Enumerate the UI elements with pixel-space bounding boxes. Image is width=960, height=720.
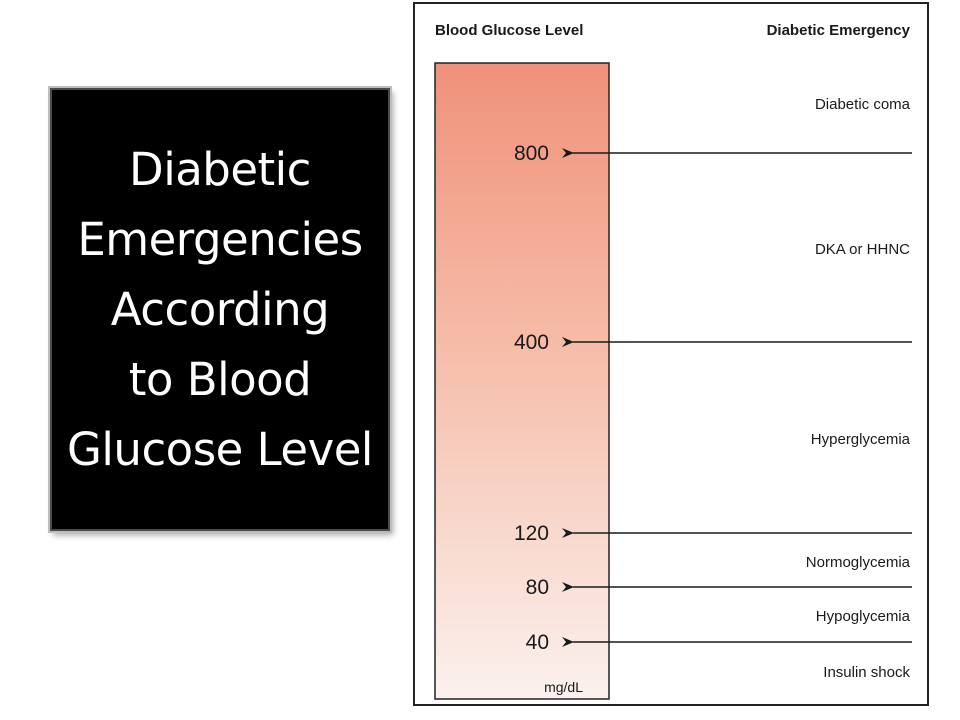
glucose-gradient-bar xyxy=(434,62,610,700)
emergency-hyperglycemia: Hyperglycemia xyxy=(811,431,911,448)
threshold-label-800: 800 xyxy=(514,142,549,165)
glucose-diagram-svg: Blood Glucose Level Diabetic Emergency m… xyxy=(434,22,912,700)
emergency-diabetic-coma: Diabetic coma xyxy=(815,96,911,113)
emergency-insulin-shock: Insulin shock xyxy=(823,664,910,681)
threshold-label-40: 40 xyxy=(526,631,549,654)
emergency-dka-or-hhnc: DKA or HHNC xyxy=(815,241,910,258)
threshold-label-80: 80 xyxy=(526,576,549,599)
slide-title: Diabetic Emergencies According to Blood … xyxy=(67,142,373,476)
emergency-normoglycemia: Normoglycemia xyxy=(806,554,911,571)
unit-label: mg/dL xyxy=(544,679,583,695)
header-diabetic-emergency: Diabetic Emergency xyxy=(767,22,911,39)
threshold-label-120: 120 xyxy=(514,522,549,545)
threshold-label-400: 400 xyxy=(514,331,549,354)
emergency-hypoglycemia: Hypoglycemia xyxy=(816,608,911,625)
glucose-diagram: Blood Glucose Level Diabetic Emergency m… xyxy=(413,2,929,706)
title-box: Diabetic Emergencies According to Blood … xyxy=(50,88,390,531)
header-blood-glucose-level: Blood Glucose Level xyxy=(435,22,583,39)
